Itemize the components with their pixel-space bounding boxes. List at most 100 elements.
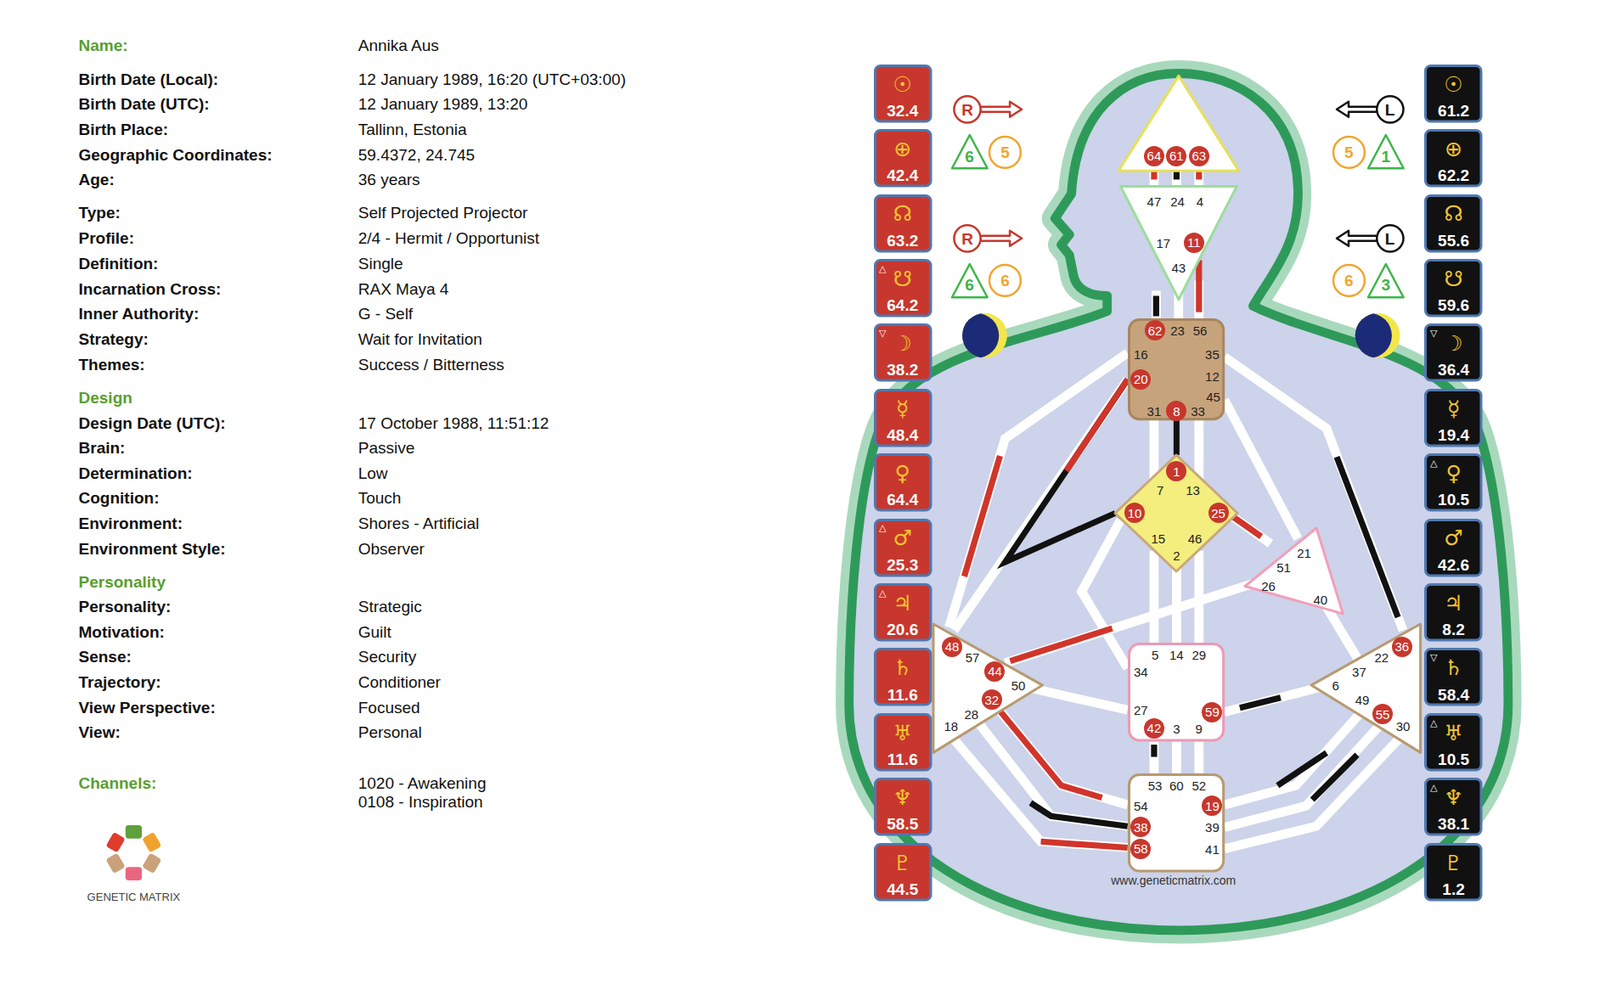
art-part [1224, 734, 1403, 850]
gate-number: 32 [981, 689, 1003, 710]
planet-symbol: ♂ [1443, 527, 1463, 549]
art-part [141, 832, 162, 853]
art-part [1149, 420, 1160, 480]
art-part [1081, 520, 1128, 669]
planet-box: ♇44.5 [873, 843, 932, 902]
node-outline [1425, 649, 1482, 705]
gate-number: 20 [1130, 369, 1151, 390]
planet-symbol: ♀ [1445, 462, 1461, 485]
field-label: Cognition: [78, 489, 160, 509]
variable-value: 1 [1380, 147, 1391, 164]
node-outline [980, 230, 1022, 247]
art-part [1230, 515, 1262, 537]
gate-number: 43 [1171, 260, 1186, 274]
node-outline [989, 264, 1021, 297]
planet-box: ♃8.2 [1424, 583, 1482, 642]
gate-number: 36 [1391, 636, 1413, 658]
planet-symbol: ♂ [893, 527, 913, 549]
arrow-variable: R [952, 95, 1024, 124]
planet-symbol: ♇ [893, 851, 913, 874]
art-part [1312, 754, 1358, 800]
gate-number: 14 [1169, 648, 1184, 662]
node-outline [874, 130, 930, 186]
art-part [1194, 420, 1204, 480]
color-circle: 6 [987, 263, 1023, 299]
planet-symbol: ☊ [1443, 202, 1463, 225]
field-value: 0108 - Inspiration [358, 793, 484, 813]
planet-box: ▽☽38.2 [873, 323, 932, 382]
node-shape [1335, 95, 1407, 124]
planet-box: ♂42.6 [1424, 518, 1482, 577]
planet-symbol: ♆ [893, 787, 913, 809]
planet-symbol: ♄ [893, 657, 913, 679]
gate-number: 15 [1150, 532, 1166, 546]
planet-gate: 19.4 [1437, 426, 1470, 443]
variable-value: 6 [1344, 272, 1354, 289]
art-part [1239, 698, 1281, 709]
planet-symbol: ♄ [1443, 657, 1463, 679]
art-part [1153, 295, 1160, 316]
node-shape [1335, 224, 1407, 254]
node-outline [1425, 585, 1482, 641]
planet-symbol: ♅ [1443, 721, 1463, 744]
planet-symbol: ♅ [893, 721, 913, 744]
node-outline [1120, 186, 1237, 300]
gate-number: 27 [1133, 704, 1149, 717]
field-value: Annika Aus [358, 36, 440, 57]
gate-number: 26 [1261, 579, 1276, 592]
gate-number: 19 [1201, 795, 1223, 817]
gate-number: 47 [1147, 194, 1162, 208]
planet-symbol: ♃ [893, 591, 913, 614]
variable-value: L [1385, 101, 1396, 118]
planet-box: △♀10.5 [1424, 453, 1482, 512]
node-outline [1336, 101, 1377, 118]
field-label: View Perspective: [78, 698, 216, 719]
tone-triangle: 3 [1366, 262, 1406, 299]
gate-number: 25 [1208, 502, 1229, 524]
node-outline [874, 585, 930, 641]
planet-symbol: ☿ [895, 397, 909, 419]
fixing-mark: ▽ [878, 328, 886, 339]
gate-number: 7 [1156, 483, 1164, 496]
variable-value: 6 [1000, 272, 1010, 289]
node-outline [1333, 264, 1365, 297]
planet-symbol: ⊕ [1444, 137, 1463, 159]
field-label: Personality: [78, 597, 172, 618]
gate-number: 9 [1195, 721, 1203, 735]
arrow-variable: L [1335, 95, 1407, 124]
gate-number: 44 [984, 661, 1005, 682]
planet-symbol: ♆ [1443, 787, 1463, 809]
field-value: Single [358, 254, 404, 275]
planet-gate: 55.6 [1437, 231, 1470, 248]
planet-box: ♄11.6 [873, 647, 932, 706]
node-outline [1376, 225, 1403, 253]
gate-number: 46 [1188, 532, 1203, 546]
gate-number: 6 [1332, 679, 1340, 693]
gate-number: 52 [1191, 779, 1206, 793]
field-value: Personal [358, 723, 423, 744]
art-part [1336, 456, 1398, 618]
node-outline [952, 264, 988, 298]
planet-symbol: ♇ [1443, 851, 1463, 874]
art-part [141, 853, 162, 874]
node-outline [1376, 95, 1403, 123]
fixing-mark: ▽ [1430, 328, 1437, 339]
planet-gate: 63.2 [886, 231, 919, 248]
node-outline [952, 135, 988, 169]
gate-number: 31 [1147, 405, 1162, 418]
planet-gate: 62.2 [1437, 167, 1470, 184]
planet-gate: 10.5 [1437, 491, 1470, 508]
gate-number: 49 [1355, 693, 1370, 707]
planet-gate: 20.6 [886, 621, 919, 638]
gate-number: 41 [1205, 842, 1220, 856]
art-part [1030, 803, 1128, 828]
node-outline [953, 95, 981, 123]
node-outline [874, 195, 930, 251]
planet-gate: 48.4 [886, 426, 919, 443]
gate-number: 24 [1170, 194, 1185, 208]
planet-gate: 38.1 [1437, 816, 1470, 833]
art-part [1194, 742, 1204, 774]
planet-box: ☿ 48.4 [873, 388, 932, 447]
node-outline [1128, 774, 1223, 872]
spleen-center: 48574450322818 [933, 624, 1043, 753]
